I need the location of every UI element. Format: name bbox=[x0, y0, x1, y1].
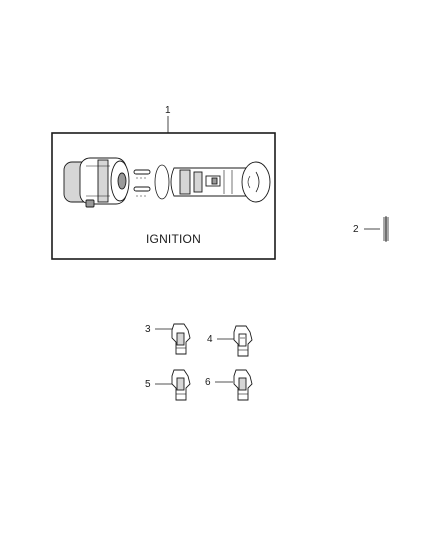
callout-6: 6 bbox=[205, 377, 211, 388]
callout-3: 3 bbox=[145, 324, 151, 335]
kit-label: IGNITION bbox=[146, 232, 201, 246]
lock-housing-icon bbox=[63, 157, 130, 208]
o-ring-icon bbox=[154, 164, 170, 200]
callout-4: 4 bbox=[207, 334, 213, 345]
tumbler-icon bbox=[171, 369, 191, 401]
tumbler-icon bbox=[233, 369, 253, 401]
lock-cylinder-icon bbox=[170, 161, 271, 203]
callout-2: 2 bbox=[353, 224, 359, 235]
callout-1: 1 bbox=[165, 105, 171, 116]
retainer-pins bbox=[133, 169, 151, 197]
tumbler-icon bbox=[171, 323, 191, 355]
spring-icon bbox=[383, 216, 389, 242]
callout-5: 5 bbox=[145, 379, 151, 390]
tumbler-icon bbox=[233, 325, 253, 357]
